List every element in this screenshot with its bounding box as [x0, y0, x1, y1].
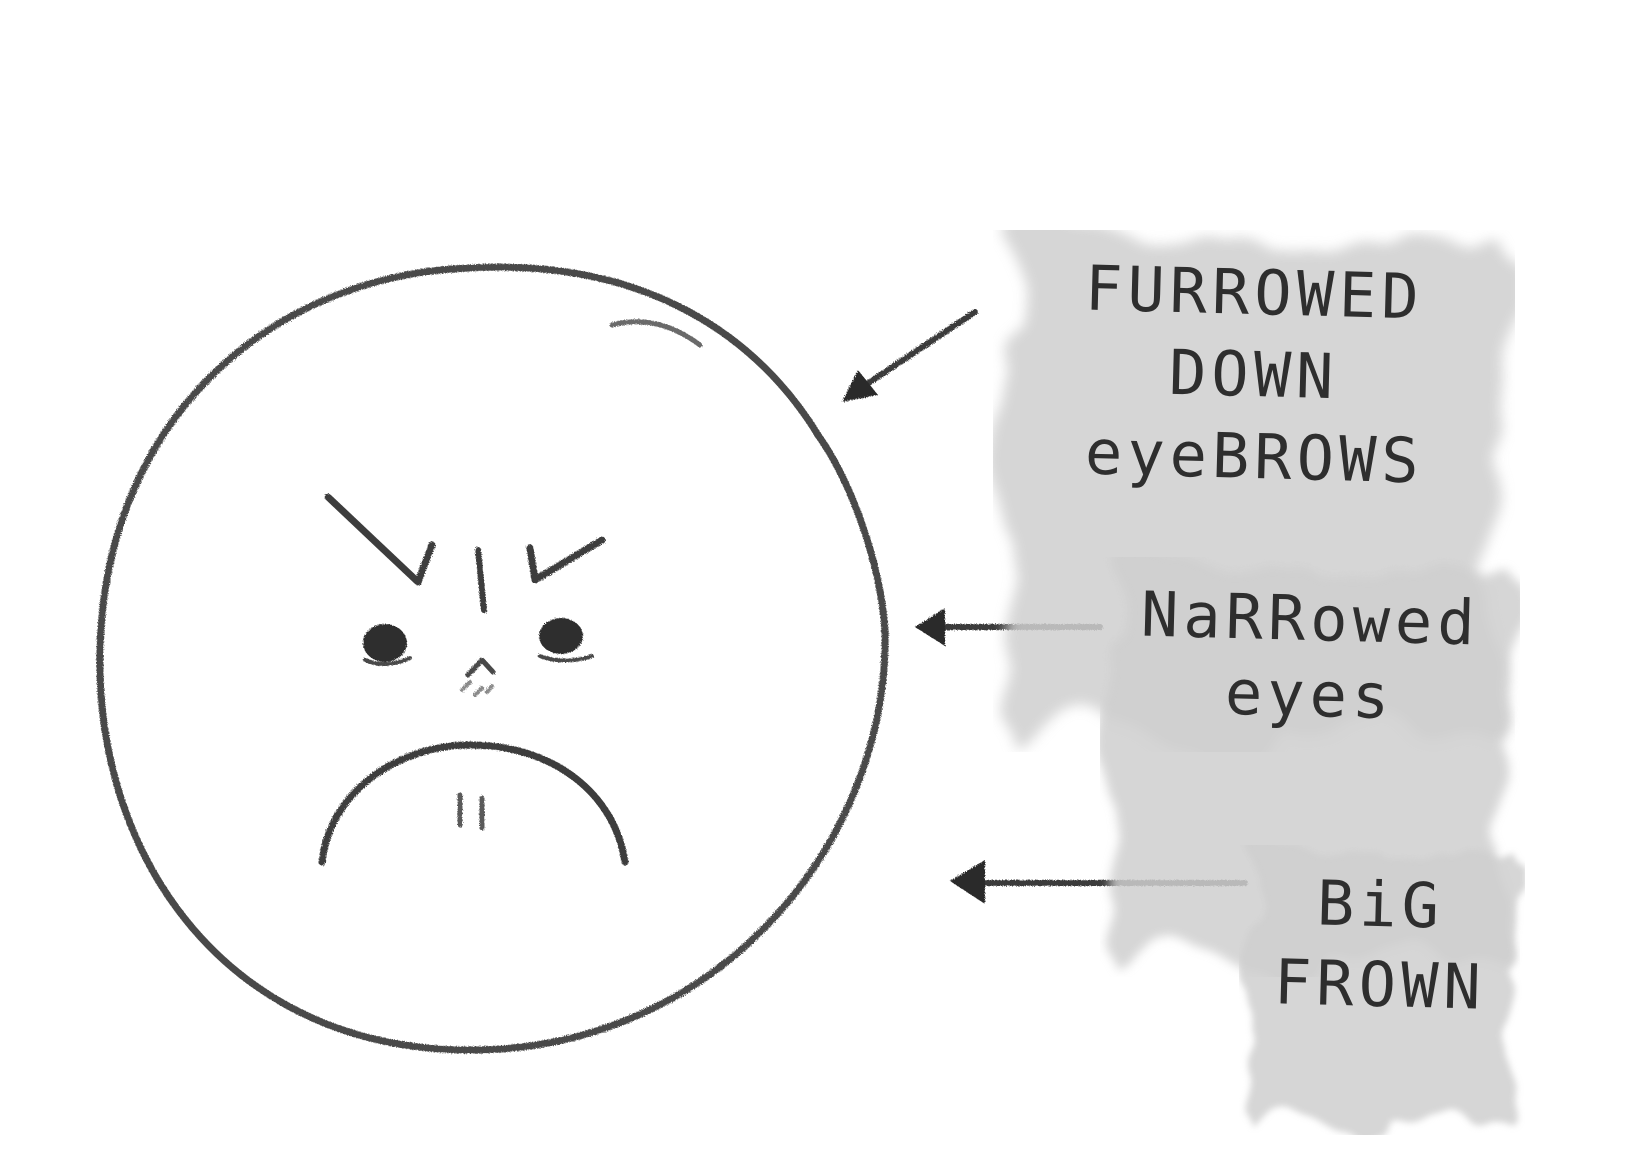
left-eye-lid	[363, 656, 412, 666]
head-bump	[609, 319, 703, 348]
right-eye	[539, 618, 583, 654]
arrow-eyebrows-head	[842, 370, 878, 402]
brow-furrow	[475, 547, 487, 613]
angry-face-icon	[96, 263, 889, 1054]
label-text-line-2: FROWN	[1273, 945, 1487, 1024]
left-eyebrow	[324, 493, 436, 586]
right-eye-lid	[538, 654, 594, 663]
chin-lines	[457, 792, 485, 831]
nose-shading	[460, 680, 494, 697]
arrow-frown-head	[950, 860, 985, 904]
label-big-frown: BiG FROWN	[1235, 845, 1525, 1127]
label-narrowed-eyes: NaRRowed eyes	[1100, 557, 1520, 965]
arrow-eyes-head	[915, 608, 945, 646]
right-eyebrow	[526, 536, 606, 584]
label-text-line-1: FURROWED	[1083, 251, 1425, 334]
label-text-line-1: BiG	[1315, 866, 1445, 943]
label-text-line-2: DOWN	[1168, 335, 1340, 414]
arrow-left-icon	[842, 309, 978, 402]
arrow-eyebrows-shaft	[855, 309, 978, 393]
label-text-line-1: NaRRowed	[1139, 577, 1481, 660]
face-outline	[96, 263, 889, 1054]
label-text-line-2: eyes	[1224, 655, 1396, 734]
label-highlight	[1252, 853, 1514, 1127]
left-eye	[363, 624, 407, 662]
nose	[465, 657, 496, 678]
label-furrowed-eyebrows: FURROWED DOWN eyeBROWS	[993, 230, 1515, 742]
label-text-line-3: eyeBROWS	[1083, 415, 1425, 498]
frown-mouth	[318, 741, 629, 866]
